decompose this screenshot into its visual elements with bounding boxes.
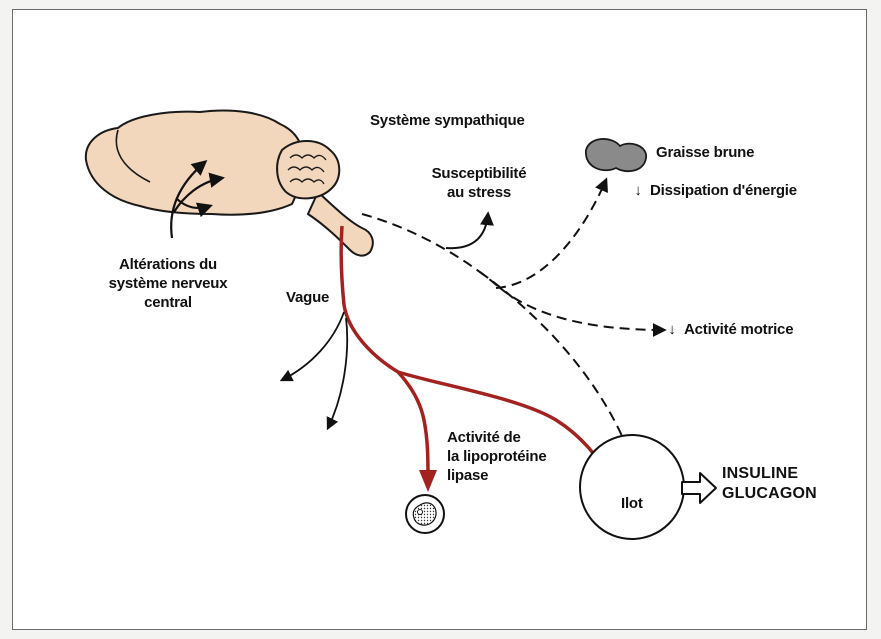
cns-line-1: Altérations du [100,255,236,274]
motor-activity-text: Activité motrice [684,321,793,338]
output-arrow [682,473,716,503]
lipase-line-2: la lipoprotéine [447,447,547,466]
lipase-line-1: Activité de [447,428,547,447]
sympathetic-system-label: Système sympathique [370,111,525,130]
islet-circle [580,435,684,539]
down-arrow-icon: ↓ [666,320,678,339]
brown-fat-label: Graisse brune [656,143,754,162]
adipocyte-cell [406,495,444,533]
stress-line-2: au stress [420,183,538,202]
lipase-activity-label: Activité de la lipoprotéine lipase [447,428,547,485]
cns-line-2: système nerveux [100,274,236,293]
vagus-label: Vague [286,288,329,307]
brain-illustration [86,111,373,256]
energy-dissipation-text: Dissipation d'énergie [650,182,797,199]
cerebrum [86,111,303,215]
brown-fat-shape [586,139,646,171]
cerebellum [277,141,339,198]
stress-label: Susceptibilité au stress [420,164,538,202]
islet-label: Ilot [621,494,643,513]
stress-line-1: Susceptibilité [420,164,538,183]
cns-alterations-label: Altérations du système nerveux central [100,255,236,312]
stress-arrow [446,214,488,248]
sympathetic-pathways [362,180,664,466]
energy-dissipation-label: ↓ Dissipation d'énergie [632,181,797,200]
down-arrow-icon: ↓ [632,181,644,200]
lipase-line-3: lipase [447,466,547,485]
cns-line-3: central [100,293,236,312]
insulin-label: INSULINE [722,464,817,484]
glucagon-label: GLUCAGON [722,484,817,504]
motor-activity-label: ↓ Activité motrice [666,320,793,339]
hormones-label: INSULINE GLUCAGON [722,464,817,504]
